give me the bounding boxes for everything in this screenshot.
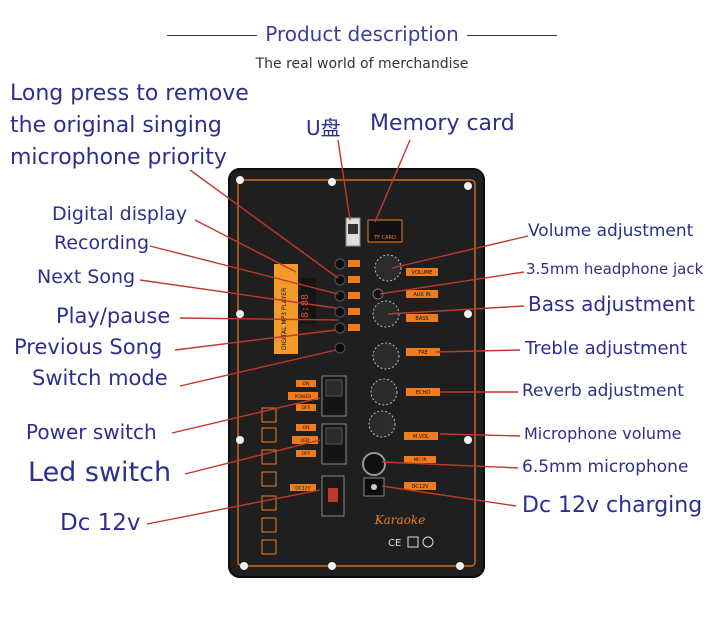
power-switch-label: Power switch [26,420,157,444]
gear-icon [422,536,434,548]
leader-recording [149,245,339,295]
power-off-text: OFF [302,405,311,411]
switch-tags [288,380,318,457]
leader-u-disk [337,139,351,221]
microphone-volume-label: Microphone volume [524,424,682,443]
led-rocker-top [325,427,343,445]
memory-card-label: Memory card [370,111,515,136]
mic-in-tag-text: MIC IN [414,457,427,462]
leader-next-song [139,279,337,309]
recycle-icon [407,536,419,548]
mic-6-5mm-label: 6.5mm microphone [522,457,689,477]
leader-memory-card [374,139,411,223]
tf-card-text: TF CARD [373,235,396,241]
leader-digital-display [194,219,297,273]
volume-tag-text: VOLUME [412,270,433,276]
bass-adjustment-label: Bass adjustment [528,292,695,316]
digital-display-label: Digital display [52,203,188,225]
leader-dc-charging [381,485,517,507]
leader-volume [391,235,529,269]
power-tag-text: POWER [295,394,312,400]
leader-power-switch [171,397,321,434]
leader-headphone-jack [379,271,525,295]
amplifier-panel-photo: TF CARD DIGITAL MP3 PLAYER 8:88 [228,168,485,578]
led-tag-text: LED [301,438,310,444]
aux-tag-text: AUX IN [413,292,431,298]
knobs [368,254,402,438]
page-title-text: Product description [265,22,459,46]
leader-long-press [189,169,339,279]
leader-treble [435,349,521,353]
mic-jack [362,452,386,476]
u-disk-label: U盘 [306,116,341,140]
led-off-text: OFF [302,451,311,457]
panel-artwork: TF CARD DIGITAL MP3 PLAYER 8:88 [236,176,476,570]
echo-tag-text: ECHO [416,390,430,396]
led-switch-label: Led switch [28,457,172,488]
volume-adjustment-label: Volume adjustment [528,221,694,241]
usb-port-inner [348,224,358,234]
reverb-adjustment-label: Reverb adjustment [522,381,684,401]
button-tags [348,260,360,331]
ce-mark: CE [388,538,401,549]
leader-bass [387,305,525,315]
long-press-line-1: Long press to remove [10,81,249,106]
dc-socket-tag [290,484,316,491]
screw-holes [236,176,472,570]
dc-socket-plug [328,488,338,502]
switch-tag-texts: ON POWER OFF ON LED OFF [295,381,312,457]
leader-led-switch [184,439,321,475]
dc-charging-label: Dc 12v charging [522,493,703,518]
dc-socket-tag-text: DC12V [295,486,311,492]
next-song-label: Next Song [37,266,136,288]
long-press-line-3: microphone priority [10,145,227,170]
jack-tags [404,456,436,490]
bass-tag-text: BASS [415,316,428,322]
leader-mic-volume [439,433,521,437]
title-rule-right [466,35,557,36]
tre-tag-text: TRE [417,350,428,356]
page-subtitle: The real world of merchandise [255,56,469,72]
previous-song-label: Previous Song [14,335,163,359]
knob-tag-texts: VOLUME AUX IN BASS TRE ECHO M.VOL [412,270,433,440]
dc-tag-text: DC12V [411,484,429,490]
leader-play-pause [179,317,339,321]
long-press-label: Long press to remove the original singin… [10,78,249,174]
dc-jack-pin [371,484,377,490]
dc-12v-label: Dc 12v [60,510,141,536]
switch-mode-label: Switch mode [32,366,168,390]
long-press-line-2: the original singing [10,113,222,138]
recording-label: Recording [54,232,150,254]
leader-mic-6-5 [381,461,519,469]
led-on-text: ON [303,425,310,431]
leader-dc-12v [146,489,321,525]
play-pause-label: Play/pause [56,304,171,328]
page-title: Product description [0,22,724,46]
tf-card-slot [367,219,403,243]
treble-adjustment-label: Treble adjustment [525,338,688,359]
leader-switch-mode [179,349,337,387]
mvol-tag-text: M.VOL [413,434,429,440]
led-display-window [300,278,316,324]
headphone-jack-label: 3.5mm headphone jack [526,260,704,278]
knob-tags [404,268,440,440]
power-rocker-top [325,379,343,397]
left-icon-strip [261,407,277,555]
leader-previous-song [174,329,337,351]
display-digits: 8:88 [300,294,311,318]
brand-text: Karaoke [374,513,426,527]
power-on-text: ON [303,381,310,387]
title-rule-left [167,35,258,36]
